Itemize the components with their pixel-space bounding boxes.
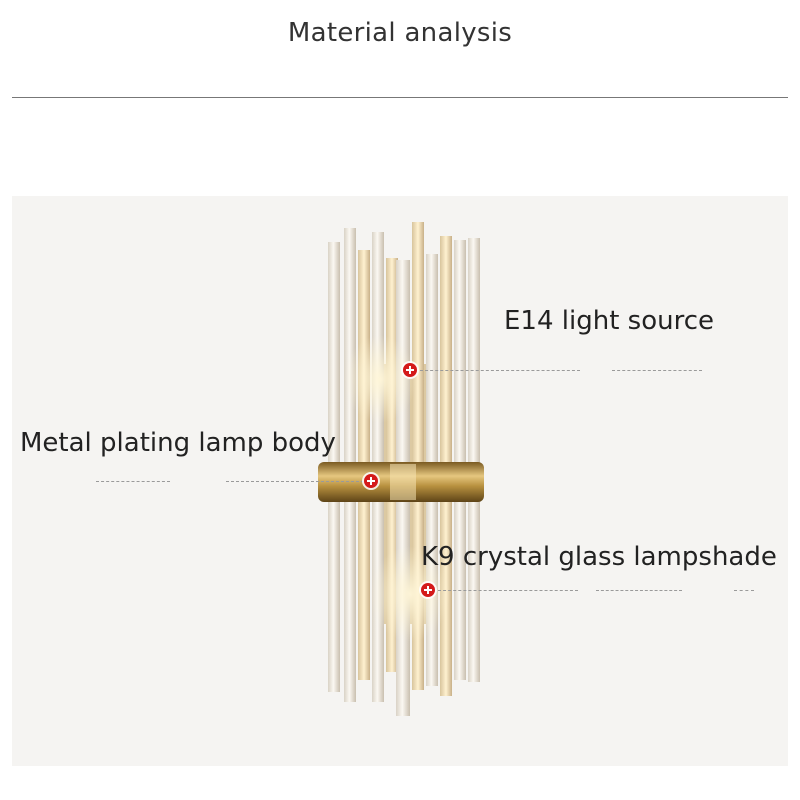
callout-label-lampshade: K9 crystal glass lampshade xyxy=(421,542,777,572)
leader-line-lampshade xyxy=(438,590,578,591)
leader-line-light-source xyxy=(420,370,580,371)
marker-lamp-body-icon xyxy=(364,474,378,488)
marker-lampshade-icon xyxy=(421,583,435,597)
marker-light-source-icon xyxy=(403,363,417,377)
crystal-wall-lamp-image xyxy=(318,222,484,716)
callout-label-light-source: E14 light source xyxy=(504,306,715,336)
leader-line-lampshade-2 xyxy=(596,590,682,591)
leader-line-light-source-2 xyxy=(612,370,702,371)
leader-line-lamp-body-2 xyxy=(226,481,364,482)
leader-line-lamp-body xyxy=(96,481,170,482)
leader-line-lampshade-3 xyxy=(734,590,754,591)
page-title: Material analysis xyxy=(287,18,513,48)
title-divider xyxy=(12,97,788,98)
callout-label-lamp-body: Metal plating lamp body xyxy=(20,428,336,458)
